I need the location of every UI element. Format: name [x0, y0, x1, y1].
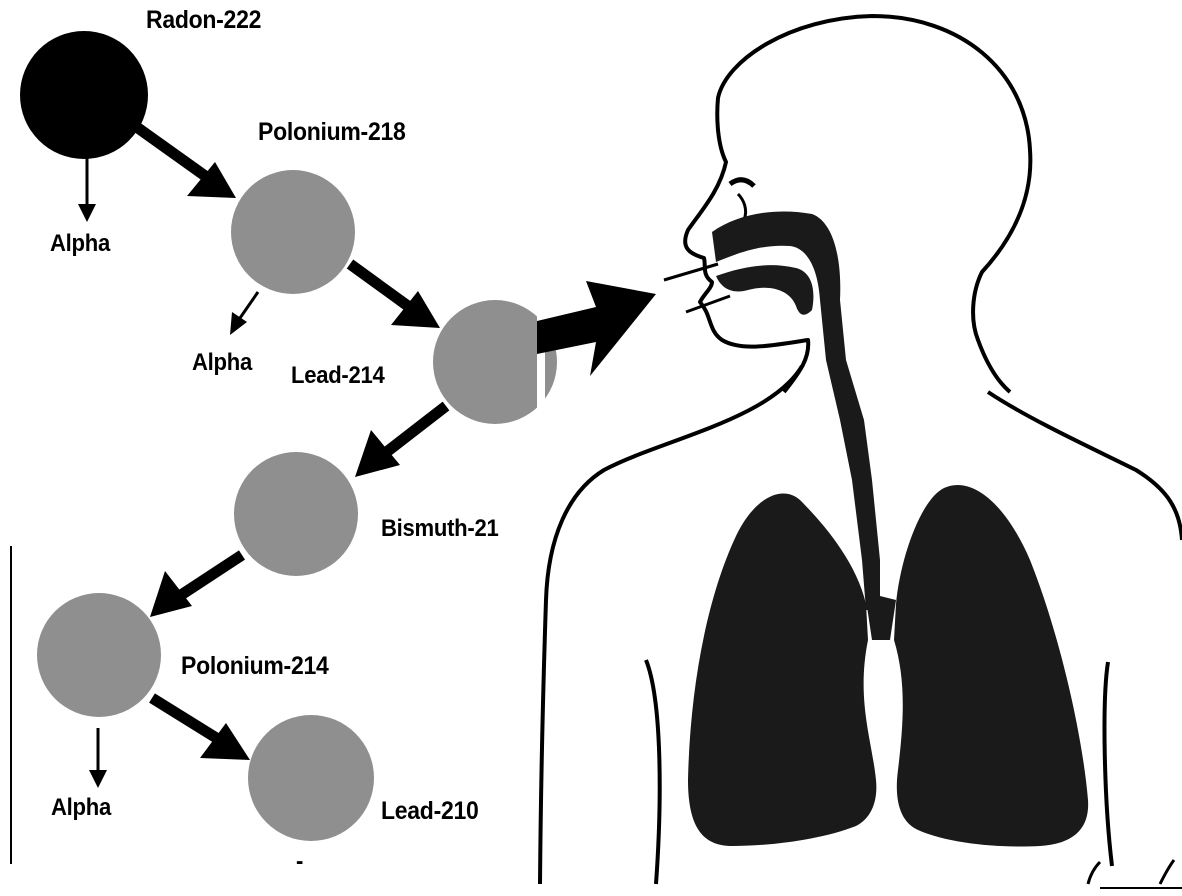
alpha-label-2: Alpha: [192, 349, 252, 377]
alpha-emission-arrow-3: [89, 728, 107, 788]
bismuth-label: Bismuth-21: [381, 515, 498, 543]
decay-arrow-radon-to-po218: [138, 128, 236, 198]
decay-arrow-po214-to-pb210: [152, 698, 250, 760]
decay-arrow-pb214-to-bi: [355, 406, 446, 477]
trailing-mark: -: [296, 848, 303, 876]
radon-222-nuclide: [20, 31, 148, 159]
polonium-218-label: Polonium-218: [258, 118, 406, 147]
lead-210-nuclide: [248, 715, 374, 841]
lead-210-label: Lead-210: [381, 797, 479, 826]
alpha-label-3: Alpha: [51, 794, 111, 822]
bismuth-nuclide: [234, 452, 358, 576]
lead-214-clip: [537, 290, 545, 440]
decay-arrow-bi-to-po214: [150, 555, 242, 617]
lead-214-label: Lead-214: [291, 362, 385, 390]
polonium-218-nuclide: [231, 170, 355, 294]
decay-arrow-po218-to-pb214: [350, 264, 440, 328]
lungs-icon: [688, 485, 1088, 846]
radon-222-label: Radon-222: [146, 6, 261, 35]
polonium-214-label: Polonium-214: [181, 652, 329, 681]
alpha-label-1: Alpha: [50, 230, 110, 258]
alpha-emission-arrow-2: [230, 292, 258, 335]
polonium-214-nuclide: [37, 593, 161, 717]
alpha-emission-arrow-1: [78, 158, 96, 222]
